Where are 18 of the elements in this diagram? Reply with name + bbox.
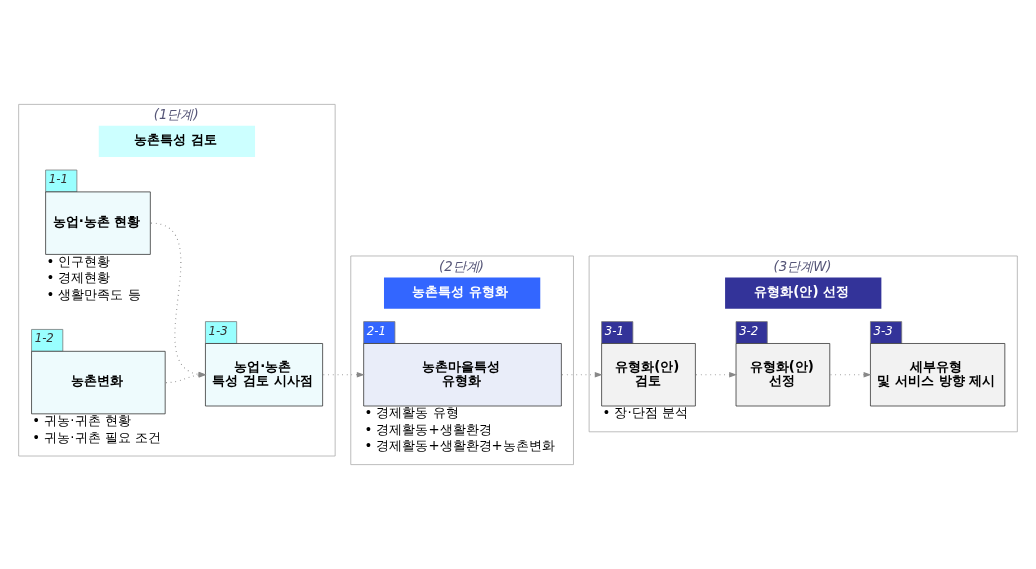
arrow: [830, 372, 872, 378]
node-label: • 인구현황: [46, 253, 111, 269]
node-label: • 경제활동+생활환경+농촌변화: [364, 438, 555, 454]
arrow: [695, 372, 737, 378]
node-label: • 경제현황: [46, 270, 111, 286]
node-label: (1단계): [153, 107, 199, 123]
node-label: • 경제활동+생활환경: [364, 421, 492, 437]
node-label: • 귀농·귀촌 현황: [32, 413, 131, 429]
node-label: • 생활만족도 등: [46, 286, 141, 302]
arrow: [322, 372, 365, 378]
node-label: • 귀농·귀촌 필요 조건: [32, 429, 162, 445]
node-label: • 장·단점 분석: [602, 405, 688, 421]
node-label: • 경제활동 유형: [364, 405, 459, 421]
node-label: (3단계W): [773, 258, 832, 274]
node-label: (2단계): [439, 258, 484, 274]
arrow: [561, 372, 603, 378]
arrow: [165, 372, 207, 384]
arrow: [150, 222, 207, 378]
